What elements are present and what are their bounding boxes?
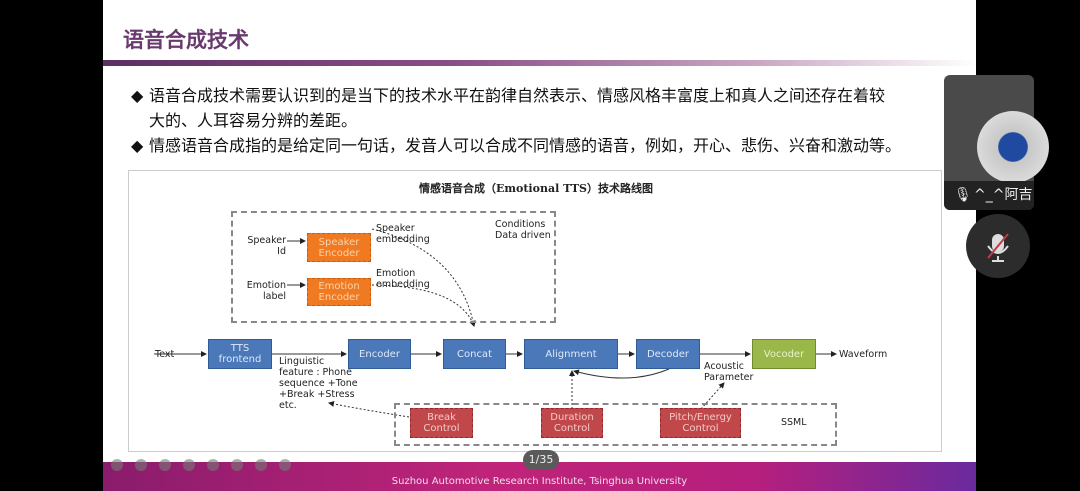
speaker-id-label: Speaker Id: [247, 235, 286, 257]
comment-icon[interactable]: [231, 459, 243, 471]
more-icon[interactable]: [255, 459, 267, 471]
ssml-label: SSML: [781, 417, 807, 428]
emotion-label-label: Emotion label: [246, 280, 286, 302]
slide-title: 语音合成技术: [123, 28, 249, 52]
prev-icon[interactable]: [111, 459, 123, 471]
emotion-embedding-label: Emotion embedding: [376, 268, 430, 290]
mute-toggle-button[interactable]: [966, 214, 1030, 278]
slide-footer-bar: Suzhou Automotive Research Institute, Ts…: [103, 462, 976, 491]
diamond-bullet-icon: ◆: [131, 136, 144, 155]
alignment-box: Alignment: [524, 339, 618, 369]
speaker-encoder-box: Speaker Encoder: [307, 233, 371, 262]
pitch-energy-control-box: Pitch/Energy Control: [660, 408, 741, 438]
bullet-text: 情感语音合成指的是给定同一句话，发音人可以合成不同情感的语音，例如，开心、悲伤、…: [149, 136, 902, 155]
bullet-1: ◆ 语音合成技术需要认识到的是当下的技术水平在韵律自然表示、情感风格丰富度上和真人…: [131, 84, 885, 108]
muted-microphone-icon: [987, 233, 1009, 262]
duration-control-box: Duration Control: [541, 408, 603, 438]
microphone-icon: 🎙: [954, 187, 972, 203]
emotion-encoder-box: Emotion Encoder: [307, 278, 371, 306]
diagram-title: 情感语音合成（Emotional TTS）技术路线图: [418, 182, 653, 195]
linguistic-feature-label: Linguistic feature : Phone sequence +Ton…: [279, 356, 358, 411]
participant-tile[interactable]: 🎙 ^_^阿吉: [944, 75, 1049, 210]
participant-name-bar: 🎙 ^_^阿吉: [944, 181, 1034, 210]
screen-icon[interactable]: [207, 459, 219, 471]
acoustic-parameter-label: Acoustic Parameter: [704, 361, 754, 383]
participant-avatar: [977, 111, 1049, 183]
vocoder-box: Vocoder: [752, 339, 816, 369]
conditions-label: Conditions Data driven: [495, 219, 551, 241]
fullscreen-icon[interactable]: [183, 459, 195, 471]
ssml-region: [394, 403, 837, 446]
footer-text: Suzhou Automotive Research Institute, Ts…: [391, 476, 688, 487]
decoder-box: Decoder: [636, 339, 700, 369]
bullet-text: 语音合成技术需要认识到的是当下的技术水平在韵律自然表示、情感风格丰富度上和真人之…: [149, 86, 886, 105]
presentation-slide: 语音合成技术 ◆ 语音合成技术需要认识到的是当下的技术水平在韵律自然表示、情感风格…: [103, 0, 976, 491]
text-input-label: Text: [155, 349, 175, 360]
bullet-2: ◆ 情感语音合成指的是给定同一句话，发音人可以合成不同情感的语音，例如，开心、悲伤…: [131, 134, 901, 158]
participant-name: ^_^阿吉: [974, 187, 1033, 203]
speaker-embedding-label: Speaker embedding: [376, 223, 430, 245]
waveform-label: Waveform: [839, 349, 888, 360]
break-control-box: Break Control: [410, 408, 473, 438]
conditions-region: [231, 211, 556, 323]
collapse-icon[interactable]: [279, 459, 291, 471]
diamond-bullet-icon: ◆: [131, 86, 144, 105]
page-indicator: 1/35: [523, 450, 559, 470]
encoder-box: Encoder: [348, 339, 411, 369]
emotional-tts-diagram: 情感语音合成（Emotional TTS）技术路线图 Speaker Id Sp…: [128, 170, 942, 452]
title-divider: [103, 60, 976, 66]
bullet-1-cont: 大的、人耳容易分辨的差距。: [149, 111, 358, 130]
pen-icon[interactable]: [159, 459, 171, 471]
concat-box: Concat: [443, 339, 506, 369]
tts-frontend-box: TTS frontend: [208, 339, 272, 369]
next-icon[interactable]: [135, 459, 147, 471]
